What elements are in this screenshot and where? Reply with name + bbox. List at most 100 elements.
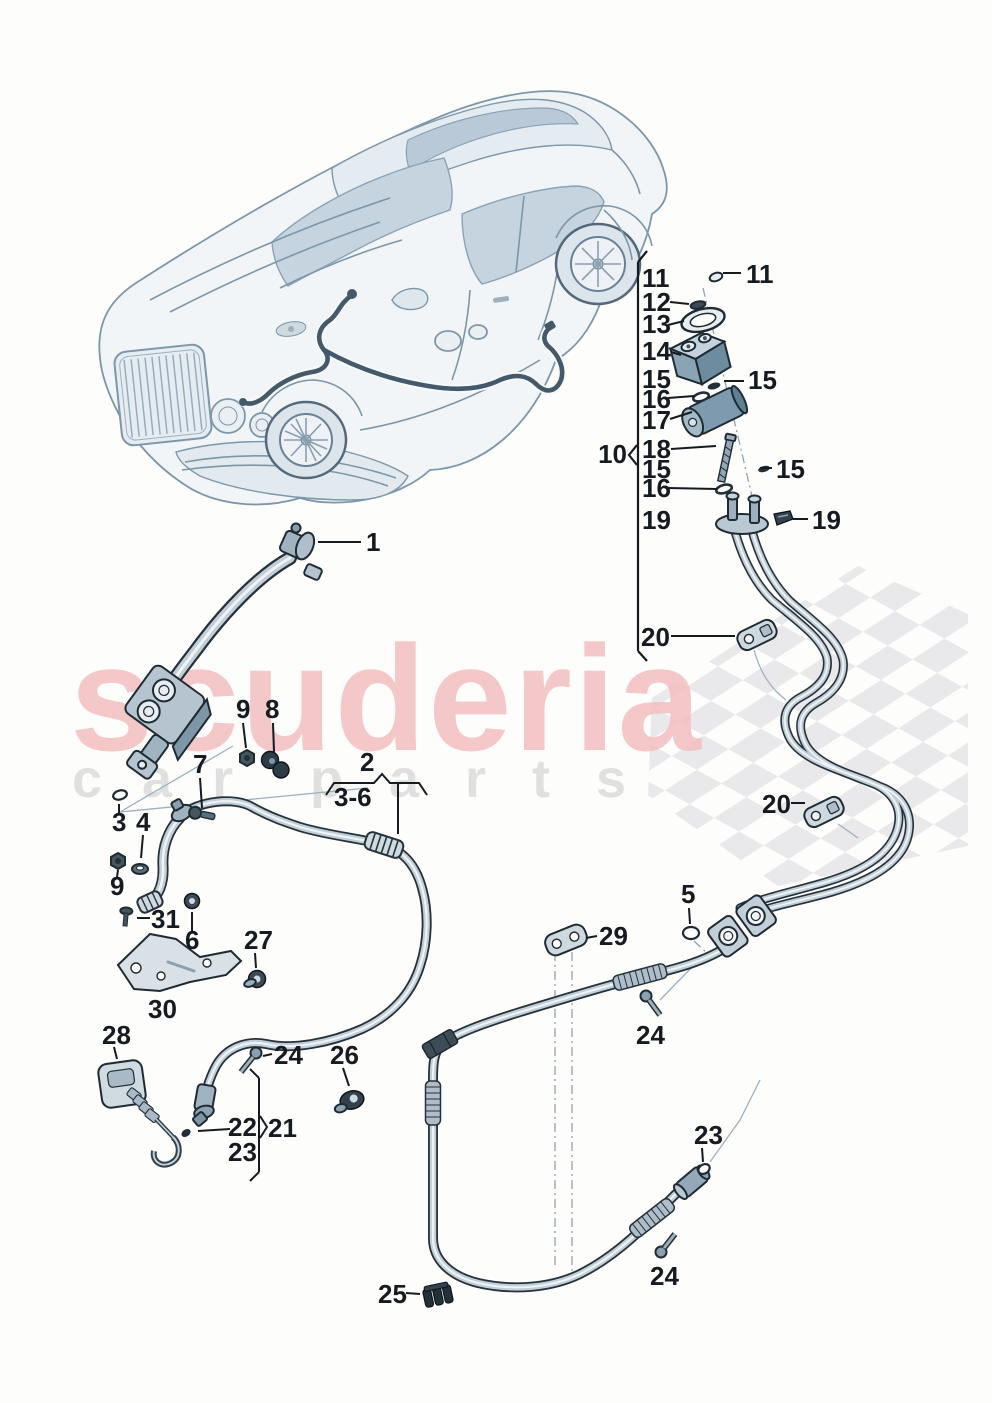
callout-27: 27 [244, 925, 273, 955]
callout-15b: 15 [642, 454, 671, 484]
part-9-nut [239, 748, 255, 768]
callout-9: 9 [236, 694, 250, 724]
callout-24: 24 [274, 1040, 303, 1070]
callout-labels: 1 2 3-6 3 4 5 6 7 8 9 9 10 11 11 12 13 1… [102, 259, 841, 1309]
car-badge [275, 321, 307, 337]
callout-15b-right: 15 [776, 454, 805, 484]
callout-1: 1 [366, 527, 380, 557]
callout-30: 30 [148, 994, 177, 1024]
part-25-clip [422, 1281, 454, 1308]
part-5-oring [681, 925, 701, 941]
part-8-clip [260, 750, 290, 779]
callout-23: 23 [228, 1137, 257, 1167]
car-illustration [98, 90, 668, 506]
bellows-section [136, 890, 164, 914]
callout-21: 21 [268, 1113, 297, 1143]
item-list-bracket [627, 250, 648, 662]
braid-section [424, 1080, 442, 1126]
callout-15-right: 15 [748, 365, 777, 395]
part-29-clamp [544, 923, 588, 957]
part-sleeve-clip [421, 1028, 459, 1060]
part-11-oring [708, 271, 724, 283]
part-12-washer [689, 300, 707, 310]
callout-3-6: 3-6 [334, 782, 372, 812]
callout-22: 22 [228, 1112, 257, 1142]
car-grille [113, 343, 213, 447]
part-22-seal [181, 1128, 191, 1138]
callout-10: 10 [598, 439, 627, 469]
callout-31: 31 [151, 904, 180, 934]
callout-16b: 16 [642, 473, 671, 503]
callout-17: 17 [642, 405, 671, 435]
callout-24c: 24 [650, 1261, 679, 1291]
watermark-parts-text: parts [310, 749, 672, 809]
callout-11-right: 11 [746, 259, 774, 289]
part-twin-flange [707, 894, 777, 958]
braid-section [612, 963, 668, 991]
callout-28: 28 [102, 1020, 131, 1050]
part-20-clamp [736, 618, 778, 652]
pipe-long-return-hose [433, 946, 728, 1287]
part-24-bolt [654, 1232, 678, 1259]
part-31-screw [119, 906, 134, 927]
bellows-section [363, 831, 405, 859]
callout-2: 2 [360, 747, 374, 777]
callout-9: 9 [110, 871, 124, 901]
part-23-oring [697, 1162, 711, 1176]
callout-23b: 23 [694, 1120, 723, 1150]
part-1-block [124, 664, 212, 780]
callout-14: 14 [642, 336, 671, 366]
callout-11: 11 [642, 263, 670, 293]
callout-13: 13 [642, 309, 671, 339]
part-17-solenoid [681, 384, 749, 438]
callout-5: 5 [681, 879, 695, 909]
part-7-bolt [188, 805, 216, 821]
callout-12: 12 [642, 287, 671, 317]
part-19-clip [773, 510, 794, 526]
part-21-fitting [192, 1083, 217, 1127]
callout-3: 3 [112, 807, 126, 837]
callout-16: 16 [642, 384, 671, 414]
callout-8: 8 [265, 694, 279, 724]
car-mirror [391, 287, 429, 311]
callout-15: 15 [642, 364, 671, 394]
part-30-bracket [116, 932, 243, 993]
part-16-seal [714, 483, 734, 495]
callout-20: 20 [641, 622, 670, 652]
car-headlights [210, 324, 488, 438]
part-27-grommet [243, 969, 267, 989]
callout-20b: 20 [762, 789, 791, 819]
part-24-bolt [238, 1046, 263, 1074]
callout-19: 19 [642, 505, 671, 535]
car-highlighted-harness [239, 289, 562, 406]
part-15-seal [707, 382, 721, 390]
part-18-bolt [716, 432, 737, 484]
part-19-pipe-flange [715, 491, 769, 535]
part-4-washer [131, 863, 149, 875]
callout-18: 18 [642, 434, 671, 464]
part-14-valve-block [668, 331, 732, 386]
callout-26: 26 [330, 1040, 359, 1070]
part-13-gasket [680, 306, 726, 334]
part-24-bolt [639, 989, 663, 1017]
callout-4: 4 [136, 807, 151, 837]
car-front-wheel [261, 379, 363, 480]
callout-19-right: 19 [812, 505, 841, 535]
leader-lines [113, 272, 808, 1295]
callout-25: 25 [378, 1279, 407, 1309]
part-6-grommet [183, 892, 201, 910]
part-1-connector [278, 522, 323, 581]
car-door-handle [493, 296, 510, 303]
checkered-flag-watermark [648, 566, 968, 886]
car-windshield [271, 157, 453, 287]
part-9-nut [110, 851, 126, 871]
callout-29: 29 [599, 921, 628, 951]
callout-24b: 24 [636, 1020, 665, 1050]
part-3-oring [112, 789, 128, 801]
braid-section [628, 1197, 676, 1239]
part-26-clip [333, 1090, 365, 1114]
callout-6: 6 [185, 925, 199, 955]
callout-7: 7 [193, 749, 207, 779]
